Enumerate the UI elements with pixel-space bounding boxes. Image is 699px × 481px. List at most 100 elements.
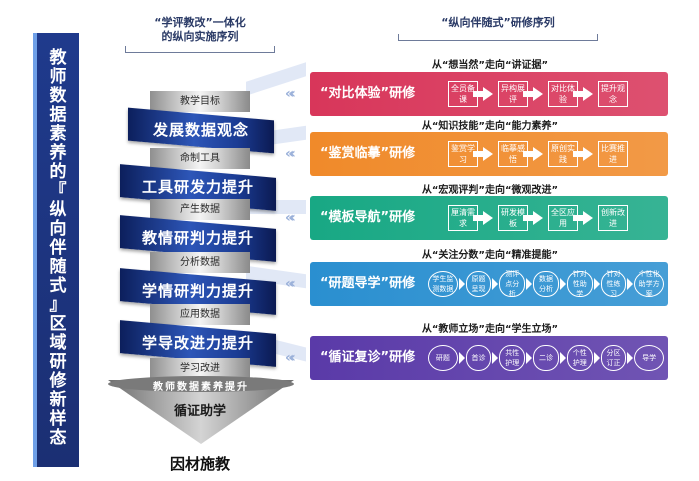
arrow-right-icon bbox=[492, 278, 499, 290]
step-box: 针对性助学 bbox=[566, 270, 593, 298]
step-box: 共性护理 bbox=[499, 345, 526, 371]
funnel-cone bbox=[108, 376, 294, 444]
row-label: “模板导航”研修 bbox=[320, 210, 416, 225]
arrow-right-icon bbox=[559, 278, 566, 290]
left-title-char: 式 bbox=[49, 276, 67, 296]
center-header-bracket bbox=[125, 46, 275, 53]
cylinder-segment: 分析数据 bbox=[150, 252, 250, 273]
funnel-bottom-text: 循证助学 bbox=[173, 404, 226, 419]
row-steps: 学生监测数据原题呈现测评点分析数据分析针对性助学针对性练习个性化助学方案 bbox=[428, 270, 665, 298]
left-title-char: 数 bbox=[49, 86, 67, 106]
step-box: 导学 bbox=[634, 345, 665, 371]
row-label: “循证复诊”研修 bbox=[320, 350, 416, 365]
cylinder-segment: 产生数据 bbox=[150, 199, 250, 220]
double-chevron-icon: «‹ bbox=[285, 146, 296, 162]
cylinder-segment: 学习改进 bbox=[150, 358, 250, 379]
row-heading: 从“想当然”走向“讲证据” bbox=[431, 60, 549, 71]
left-title-char: 研 bbox=[49, 352, 67, 372]
left-title-bar: 教师数据素养的『纵向伴随式』区域研修新样态 bbox=[33, 33, 79, 467]
row-heading: 从“关注分数”走向“精准提能” bbox=[421, 250, 559, 261]
left-title-char: 养 bbox=[49, 143, 67, 163]
left-title-char: 『 bbox=[49, 181, 67, 201]
step-box: 个性化助学方案 bbox=[634, 270, 665, 298]
step-box: 提升观念 bbox=[598, 81, 628, 107]
row-heading: 从“教师立场”走向“学生立场” bbox=[421, 324, 559, 335]
left-title-char: 修 bbox=[49, 371, 67, 391]
left-title-char: 教 bbox=[49, 48, 67, 68]
arrow-right-icon bbox=[593, 352, 600, 364]
step-box: 研题 bbox=[428, 345, 458, 371]
step-box: 学生监测数据 bbox=[428, 271, 458, 297]
center-header-line1: “学评教改”一体化 bbox=[154, 16, 246, 29]
arrow-right-icon bbox=[559, 352, 566, 364]
arrow-right-icon bbox=[593, 278, 600, 290]
arrow-right-icon bbox=[523, 87, 543, 101]
row-label: “鉴赏临摹”研修 bbox=[320, 146, 416, 161]
spiral-band: 发展数据观念 bbox=[128, 107, 274, 154]
left-title-char: 的 bbox=[49, 162, 67, 182]
left-title-char: 向 bbox=[49, 219, 67, 239]
right-header: “纵向伴随式”研修序列 bbox=[398, 16, 598, 41]
left-title-char: 师 bbox=[49, 67, 67, 87]
arrow-right-icon bbox=[458, 352, 465, 364]
arrow-right-icon bbox=[526, 352, 533, 364]
cylinder-segment: 教学目标 bbox=[150, 91, 250, 112]
step-box: 原题呈现 bbox=[465, 271, 492, 297]
left-title-char: 据 bbox=[49, 105, 67, 125]
row-steps: 鉴赏学习临摹感悟原创实践比赛推进 bbox=[448, 141, 662, 167]
row-label: “研题导学”研修 bbox=[320, 276, 416, 291]
right-header-line1: “纵向伴随式”研修序列 bbox=[441, 16, 555, 29]
training-row: “鉴赏临摹”研修 鉴赏学习临摹感悟原创实践比赛推进 bbox=[310, 132, 668, 176]
left-title-char: 』 bbox=[49, 295, 67, 315]
double-chevron-icon: «‹ bbox=[285, 350, 296, 366]
center-header-line2: 的纵向实施序列 bbox=[161, 30, 239, 43]
arrow-right-icon bbox=[526, 278, 533, 290]
step-box: 创新改进 bbox=[598, 205, 628, 231]
arrow-right-icon bbox=[523, 211, 543, 225]
left-title-char: 域 bbox=[49, 333, 67, 353]
double-chevron-icon: «‹ bbox=[285, 276, 296, 292]
left-title-char: 区 bbox=[49, 314, 67, 334]
arrow-right-icon bbox=[458, 278, 465, 290]
left-title-char: 素 bbox=[49, 124, 67, 144]
step-box: 针对性练习 bbox=[600, 270, 627, 298]
double-chevron-icon: «‹ bbox=[285, 210, 296, 226]
base-caption: 因材施教 bbox=[169, 455, 230, 473]
training-row: “循证复诊”研修研题首诊共性护理二诊个性护理分区订正导学 bbox=[310, 336, 668, 380]
step-box: 分区订正 bbox=[600, 345, 627, 371]
step-box: 首诊 bbox=[465, 345, 492, 371]
double-chevron-icon: «‹ bbox=[285, 86, 296, 102]
row-steps: 全员备课异构展评对比体验提升观念 bbox=[448, 81, 662, 107]
step-box: 比赛推进 bbox=[598, 141, 628, 167]
training-row: “研题导学”研修学生监测数据原题呈现测评点分析数据分析针对性助学针对性练习个性化… bbox=[310, 262, 668, 306]
step-box: 测评点分析 bbox=[499, 270, 526, 298]
cylinder-segment: 应用数据 bbox=[150, 304, 250, 325]
right-header-bracket bbox=[398, 34, 598, 41]
left-title-char: 随 bbox=[49, 257, 67, 277]
row-heading: 从“宏观评判”走向“微观改进” bbox=[421, 185, 559, 196]
training-row: “模板导航”研修厘清需求研发模板全区应用创新改进 bbox=[310, 196, 668, 240]
arrow-right-icon bbox=[573, 87, 593, 101]
left-title-char: 新 bbox=[49, 390, 67, 410]
row-steps: 研题首诊共性护理二诊个性护理分区订正导学 bbox=[428, 345, 665, 371]
left-title-text: 教师数据素养的『纵向伴随式』区域研修新样态 bbox=[37, 49, 79, 448]
center-header: “学评教改”一体化 的纵向实施序列 bbox=[125, 16, 275, 53]
cone-rim bbox=[108, 376, 294, 392]
arrow-right-icon bbox=[492, 352, 499, 364]
arrow-right-icon bbox=[627, 278, 634, 290]
arrow-right-icon bbox=[627, 352, 634, 364]
arrow-right-icon bbox=[523, 147, 543, 161]
arrow-right-icon bbox=[573, 211, 593, 225]
row-label: “对比体验”研修 bbox=[320, 86, 416, 101]
arrow-right-icon bbox=[473, 147, 493, 161]
left-title-char: 态 bbox=[49, 428, 67, 448]
arrow-right-icon bbox=[573, 147, 593, 161]
row-heading: 从“知识技能”走向“能力素养” bbox=[421, 121, 559, 132]
training-row: “对比体验”研修 全员备课异构展评对比体验提升观念 bbox=[310, 72, 668, 116]
cone-shape bbox=[108, 380, 294, 444]
arrow-right-icon bbox=[473, 87, 493, 101]
left-title-char: 样 bbox=[49, 409, 67, 429]
cylinder-segment: 命制工具 bbox=[150, 148, 250, 169]
arrow-right-icon bbox=[473, 211, 493, 225]
left-title-char: 纵 bbox=[49, 200, 67, 220]
